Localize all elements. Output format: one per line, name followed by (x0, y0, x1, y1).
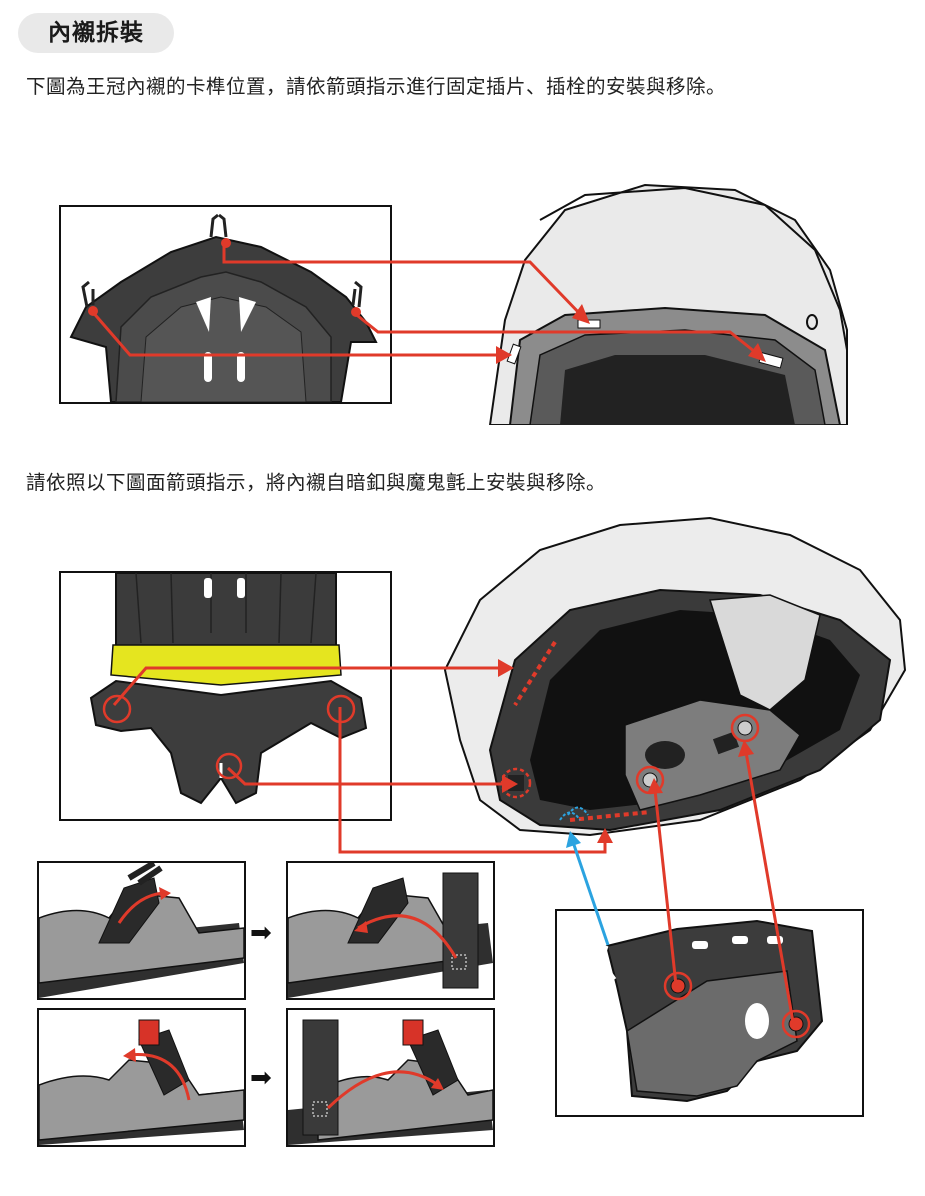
crown-clip-arrows (89, 242, 766, 364)
step-arrow-icon: ➡ (250, 918, 272, 948)
step-panel-2 (286, 861, 495, 1000)
instruction-text-cheek: 請依照以下圖面箭頭指示，將內襯自暗釦與魔鬼氈上安裝與移除。 (26, 471, 607, 494)
cheek-pad-closeup (59, 571, 392, 821)
crown-liner-closeup (59, 205, 392, 404)
step-panel-1 (37, 861, 246, 1000)
helmet-interior-top (485, 180, 850, 425)
step-arrow-icon: ➡ (250, 1063, 272, 1093)
instruction-text-crown: 下圖為王冠內襯的卡榫位置，請依箭頭指示進行固定插片、插栓的安裝與移除。 (26, 75, 727, 98)
step-panel-3 (37, 1008, 246, 1147)
helmet-interior-bottom (440, 510, 910, 840)
step-panel-4 (286, 1008, 495, 1147)
section-title: 內襯拆裝 (18, 13, 174, 53)
